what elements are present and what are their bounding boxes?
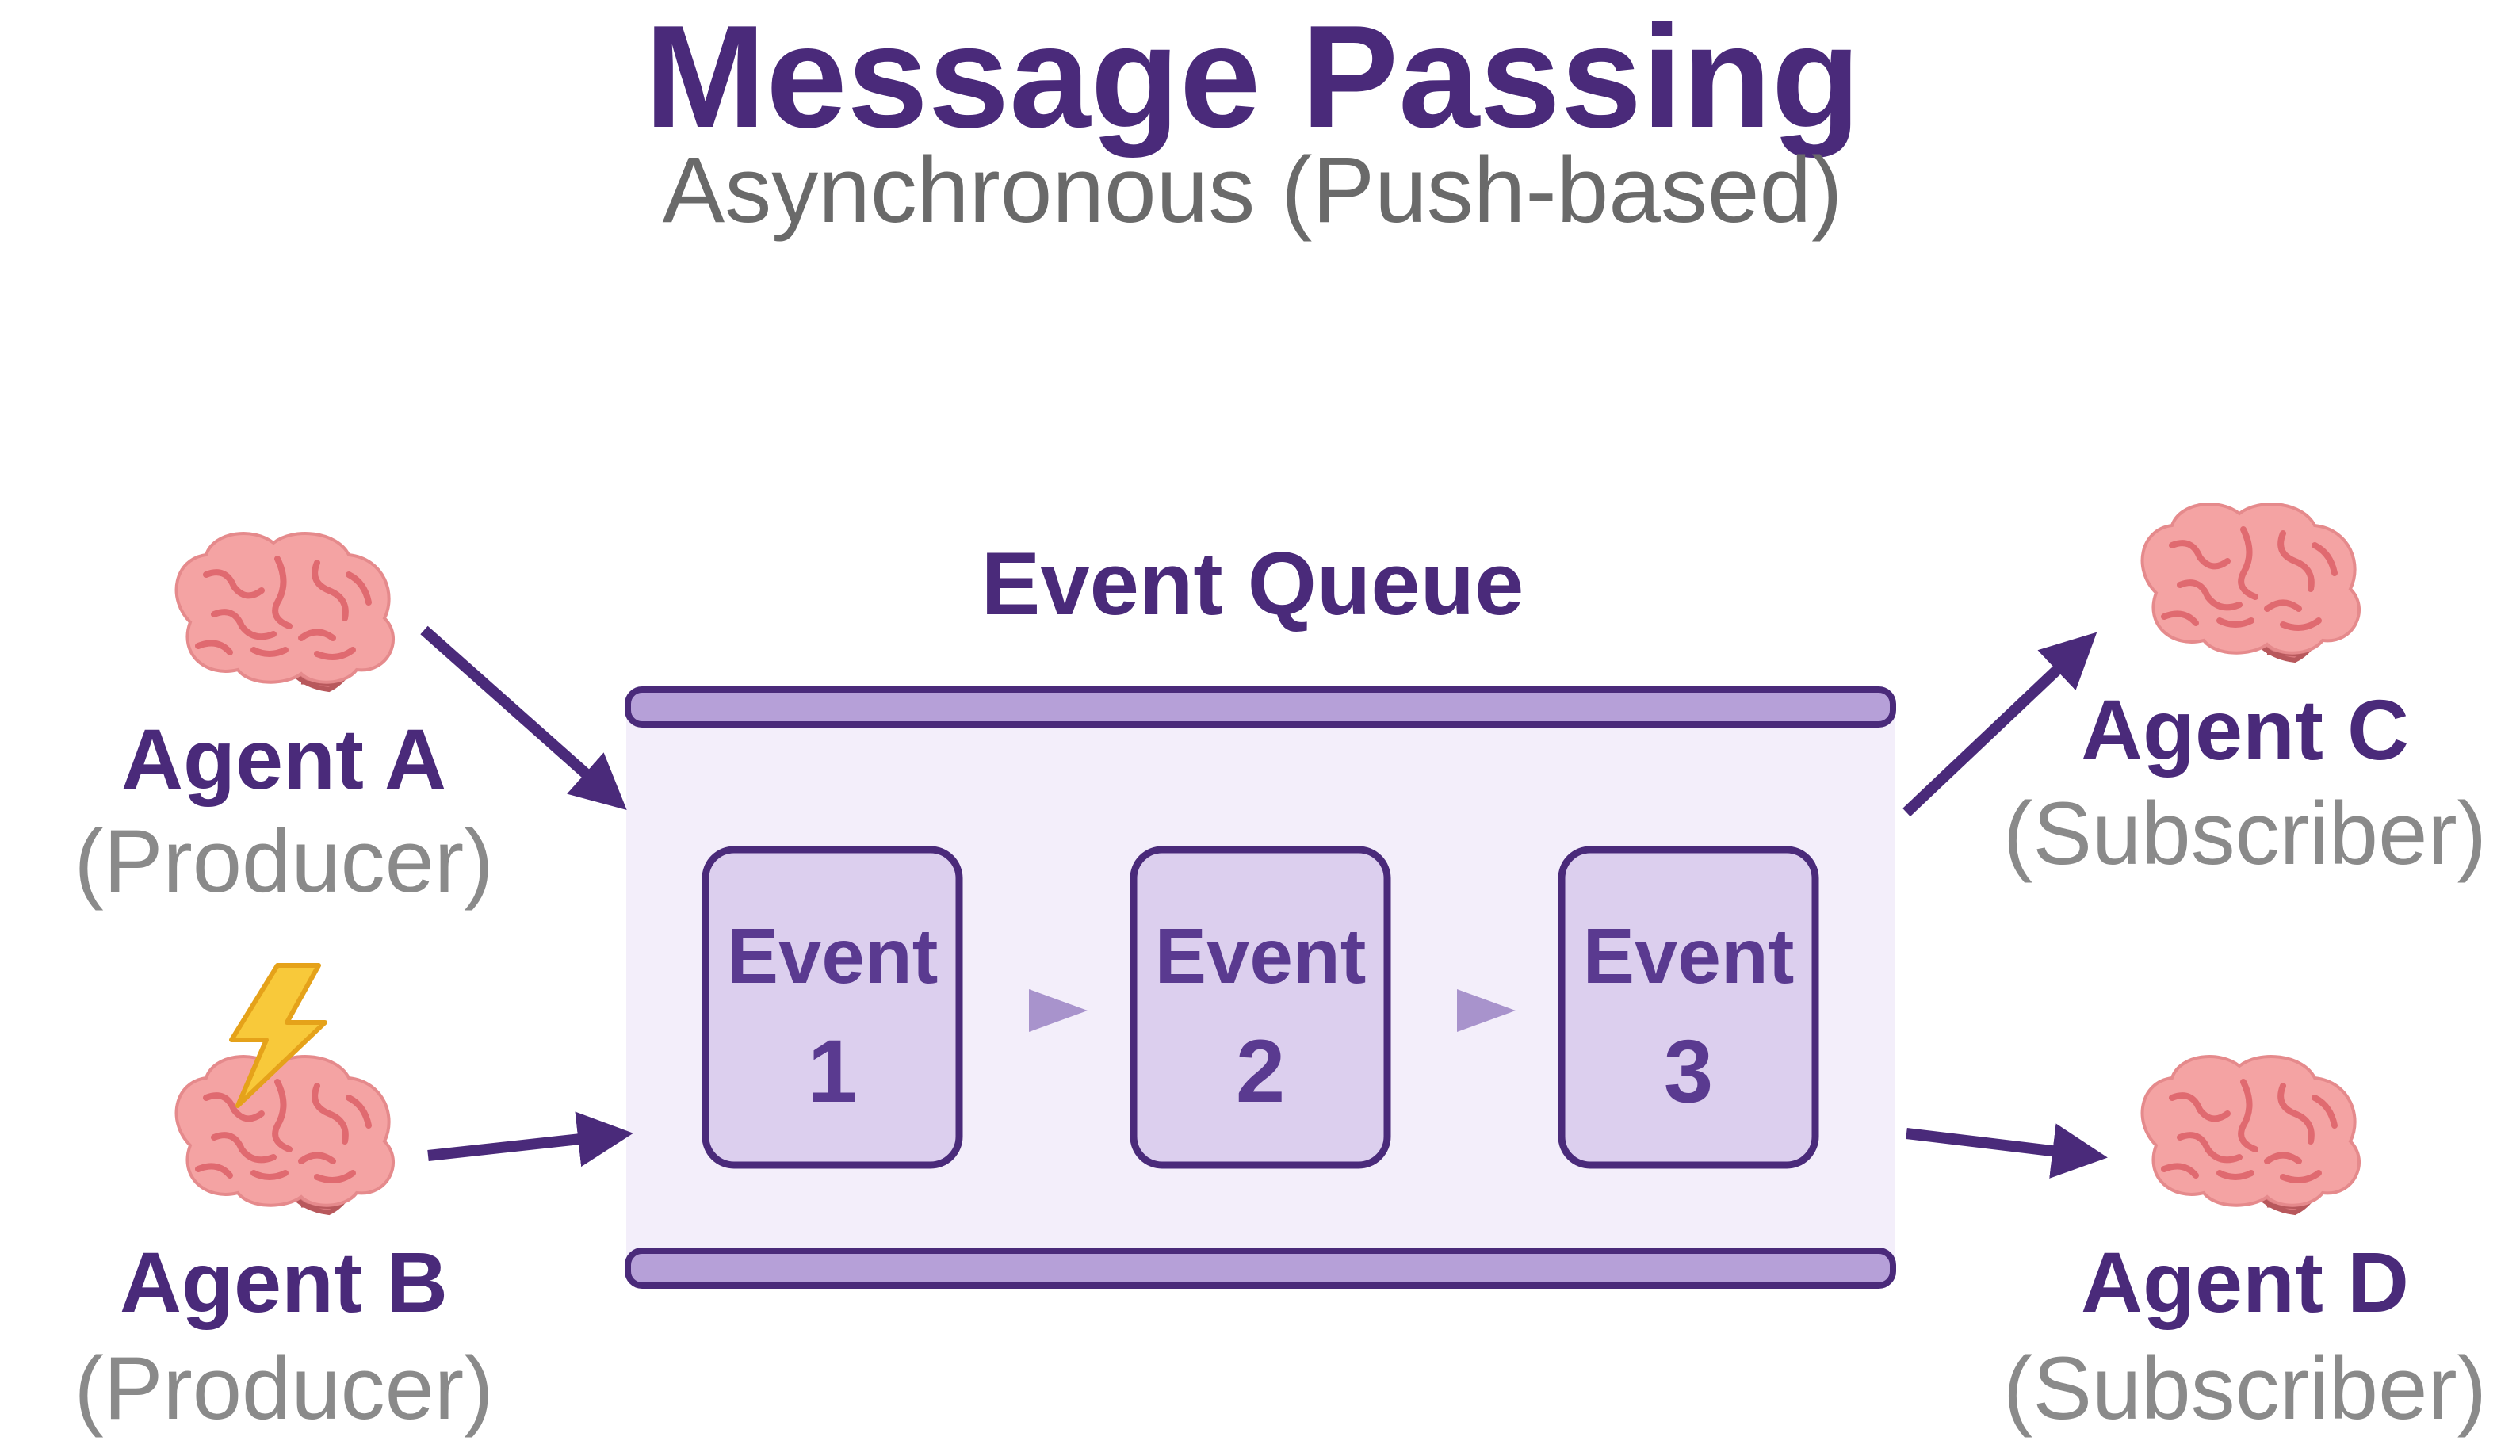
queue-bottom-rail bbox=[625, 1248, 1896, 1289]
brain-icon bbox=[2143, 504, 2359, 660]
brain-icon bbox=[2143, 1057, 2359, 1213]
event-queue: Event 1 Event 2 Event 3 bbox=[625, 686, 1896, 1289]
agent-b: Agent B (Producer) bbox=[74, 963, 494, 1438]
queue-title: Event Queue bbox=[981, 534, 1524, 633]
agent-name: Agent D bbox=[2081, 1234, 2409, 1330]
arrow-agent-a-to-queue bbox=[420, 625, 627, 810]
event-label: Event bbox=[727, 912, 939, 999]
agent-name: Agent C bbox=[2081, 682, 2409, 778]
page-subtitle: Asynchronous (Push-based) bbox=[663, 138, 1843, 243]
event-label: Event bbox=[1155, 912, 1367, 999]
arrow-agent-b-to-queue bbox=[427, 1111, 633, 1167]
lightning-icon bbox=[229, 963, 327, 1108]
agent-role: (Producer) bbox=[74, 1339, 493, 1438]
agent-role: (Subscriber) bbox=[2003, 784, 2487, 883]
agent-a: Agent A (Producer) bbox=[74, 533, 494, 911]
event-card-3: Event 3 bbox=[1558, 846, 1819, 1169]
flow-arrow-icon bbox=[1029, 989, 1088, 1032]
event-card-2: Event 2 bbox=[1130, 846, 1391, 1169]
arrow-queue-to-agent-d bbox=[1906, 1123, 2108, 1179]
agent-role: (Producer) bbox=[74, 812, 493, 911]
brain-icon bbox=[177, 533, 393, 690]
agent-name: Agent B bbox=[120, 1234, 448, 1330]
event-card-1: Event 1 bbox=[702, 846, 963, 1169]
event-label: Event bbox=[1583, 912, 1795, 999]
page-title: Message Passing bbox=[644, 0, 1860, 158]
agent-c: Agent C (Subscriber) bbox=[2003, 504, 2487, 883]
event-number: 3 bbox=[1664, 1022, 1713, 1121]
arrow-queue-to-agent-c bbox=[1902, 632, 2097, 817]
agent-d: Agent D (Subscriber) bbox=[2003, 1057, 2487, 1438]
flow-arrow-icon bbox=[1457, 989, 1516, 1032]
event-number: 2 bbox=[1236, 1022, 1285, 1121]
queue-top-rail bbox=[625, 686, 1896, 728]
event-number: 1 bbox=[808, 1022, 857, 1121]
agent-role: (Subscriber) bbox=[2003, 1339, 2487, 1438]
agent-name: Agent A bbox=[121, 711, 446, 807]
brain-icon bbox=[177, 1057, 393, 1213]
